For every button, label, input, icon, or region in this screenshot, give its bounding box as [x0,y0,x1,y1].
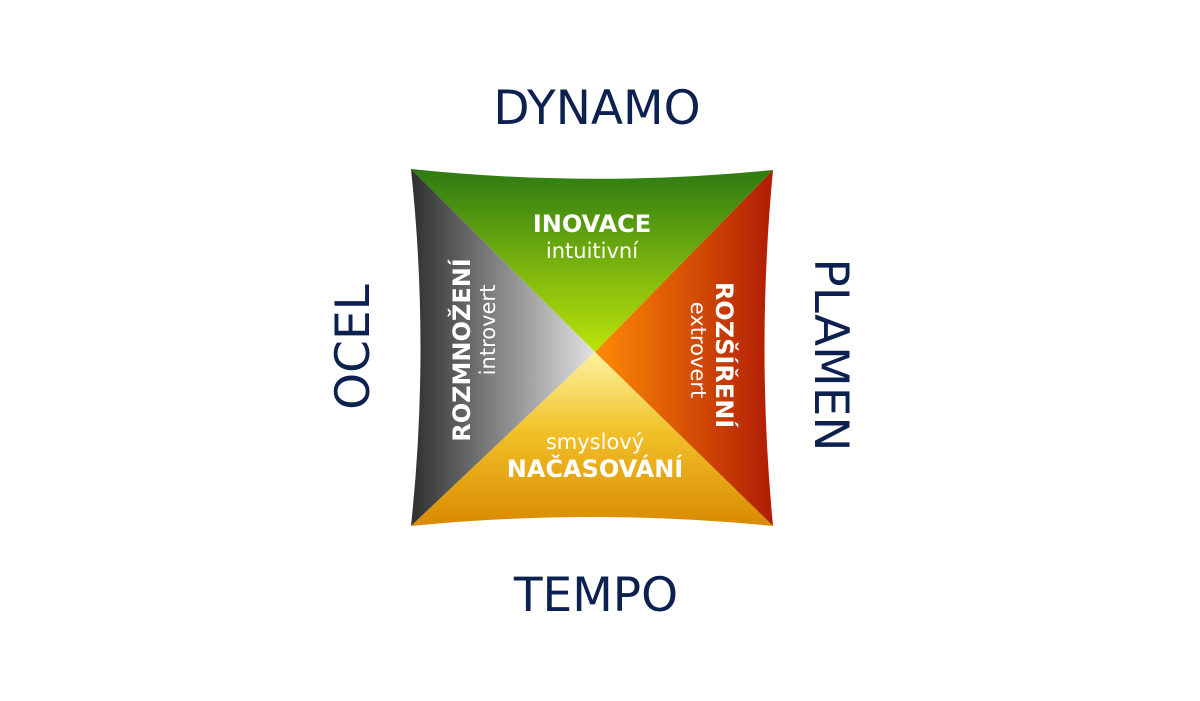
nacasovani-title: NAČASOVÁNÍ [507,453,683,483]
quadrant-right-rozsireni [595,170,773,526]
label-ocel: OCEL [326,284,381,410]
quadrant-bottom-nacasovani [411,352,773,526]
label-dynamo: DYNAMO [493,81,700,136]
label-plamen: PLAMEN [803,258,858,451]
rozmnozeni-title: ROZMNOŽENÍ [447,258,476,442]
label-tempo: TEMPO [513,568,678,623]
rozsireni-title: ROZŠÍŘENÍ [710,282,740,428]
nacasovani-subtitle: smyslový [546,430,644,454]
rozsireni-subtitle: extrovert [686,302,710,398]
quadrant-top-inovace [411,169,773,352]
inovace-subtitle: intuitivní [546,239,639,263]
inovace-title: INOVACE [533,210,651,238]
quadrant-left-rozmnozeni [411,169,595,526]
rozmnozeni-subtitle: introvert [476,285,500,376]
